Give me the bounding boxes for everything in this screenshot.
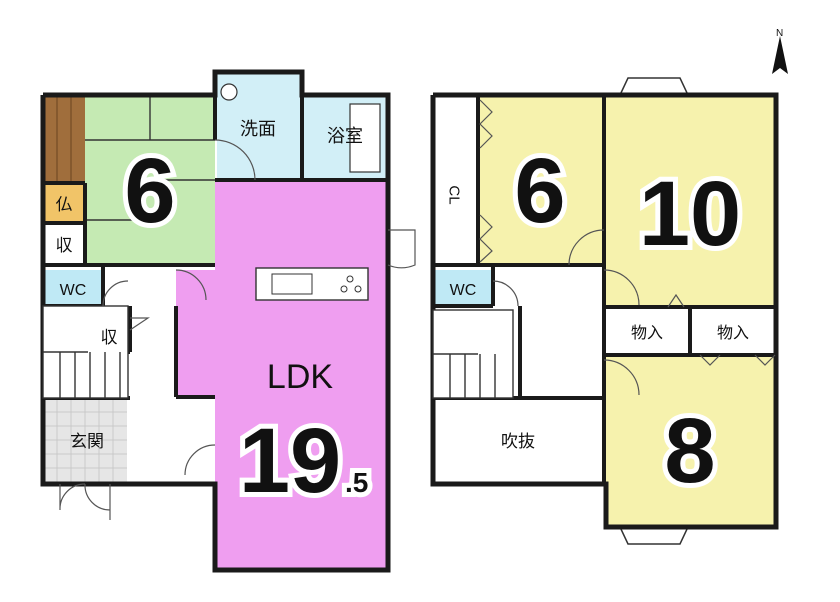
tatami-lines bbox=[85, 95, 215, 221]
washbasin-icon bbox=[220, 83, 238, 101]
wood-grain bbox=[56, 95, 72, 183]
room-10-size: 10 bbox=[639, 163, 741, 265]
floor-1-outer-wall bbox=[40, 69, 391, 573]
washroom-label: 洗面 bbox=[240, 119, 276, 139]
butsudan-alcove bbox=[43, 183, 85, 223]
closet-label: CL bbox=[446, 185, 463, 204]
room-6 bbox=[478, 95, 603, 265]
ldk-size-decimal: .5 bbox=[345, 467, 368, 498]
closet-1-label: 物入 bbox=[631, 324, 663, 342]
ldk-label: LDK bbox=[267, 358, 333, 396]
room-8-size: 8 bbox=[664, 400, 715, 502]
floor-2-doors bbox=[492, 229, 640, 396]
ldk-size: 19 bbox=[239, 410, 341, 512]
kitchen-counter bbox=[255, 267, 369, 301]
entrance-label: 玄関 bbox=[70, 432, 104, 451]
bay-window-bottom bbox=[618, 526, 690, 545]
bathroom-label: 浴室 bbox=[327, 126, 363, 146]
compass-north-label: N bbox=[776, 28, 783, 39]
floor-2-outer-wall bbox=[430, 92, 779, 530]
butsudan-label: 仏 bbox=[56, 195, 73, 214]
tokonoma-wood-floor bbox=[43, 95, 85, 183]
wc-1 bbox=[43, 270, 103, 306]
wc-2 bbox=[433, 270, 493, 306]
bathtub-icon bbox=[349, 103, 381, 173]
wc-1-label: WC bbox=[60, 282, 87, 299]
closet-2-label: 物入 bbox=[717, 324, 749, 342]
compass-arrow-icon bbox=[772, 36, 788, 74]
storage-2-label: 収 bbox=[101, 328, 118, 347]
sink-icon bbox=[271, 273, 313, 295]
storage-1 bbox=[43, 223, 85, 265]
room-10 bbox=[606, 95, 776, 307]
floor-2: 6 CL 10 WC 物入 物入 吹抜 8 bbox=[430, 77, 779, 545]
floor-2-inner-walls bbox=[433, 95, 776, 484]
stove-burner-icon bbox=[346, 275, 354, 283]
void-label: 吹抜 bbox=[501, 432, 535, 451]
floor-1: 6 仏 収 WC 収 玄関 洗面 浴室 LDK 19 .5 bbox=[40, 69, 416, 573]
entrance-tiles bbox=[43, 398, 127, 484]
compass: N bbox=[755, 25, 805, 75]
floor-1-doors bbox=[59, 139, 416, 520]
room-8 bbox=[606, 355, 776, 527]
stairs-2 bbox=[432, 309, 514, 399]
wc-2-label: WC bbox=[450, 282, 477, 299]
room-6-size: 6 bbox=[514, 140, 565, 242]
bay-window-top bbox=[618, 77, 690, 96]
stairs-1 bbox=[42, 305, 129, 399]
closet-doors bbox=[479, 99, 776, 366]
storage-1-label: 収 bbox=[56, 236, 73, 255]
japanese-room-size: 6 bbox=[124, 140, 175, 242]
